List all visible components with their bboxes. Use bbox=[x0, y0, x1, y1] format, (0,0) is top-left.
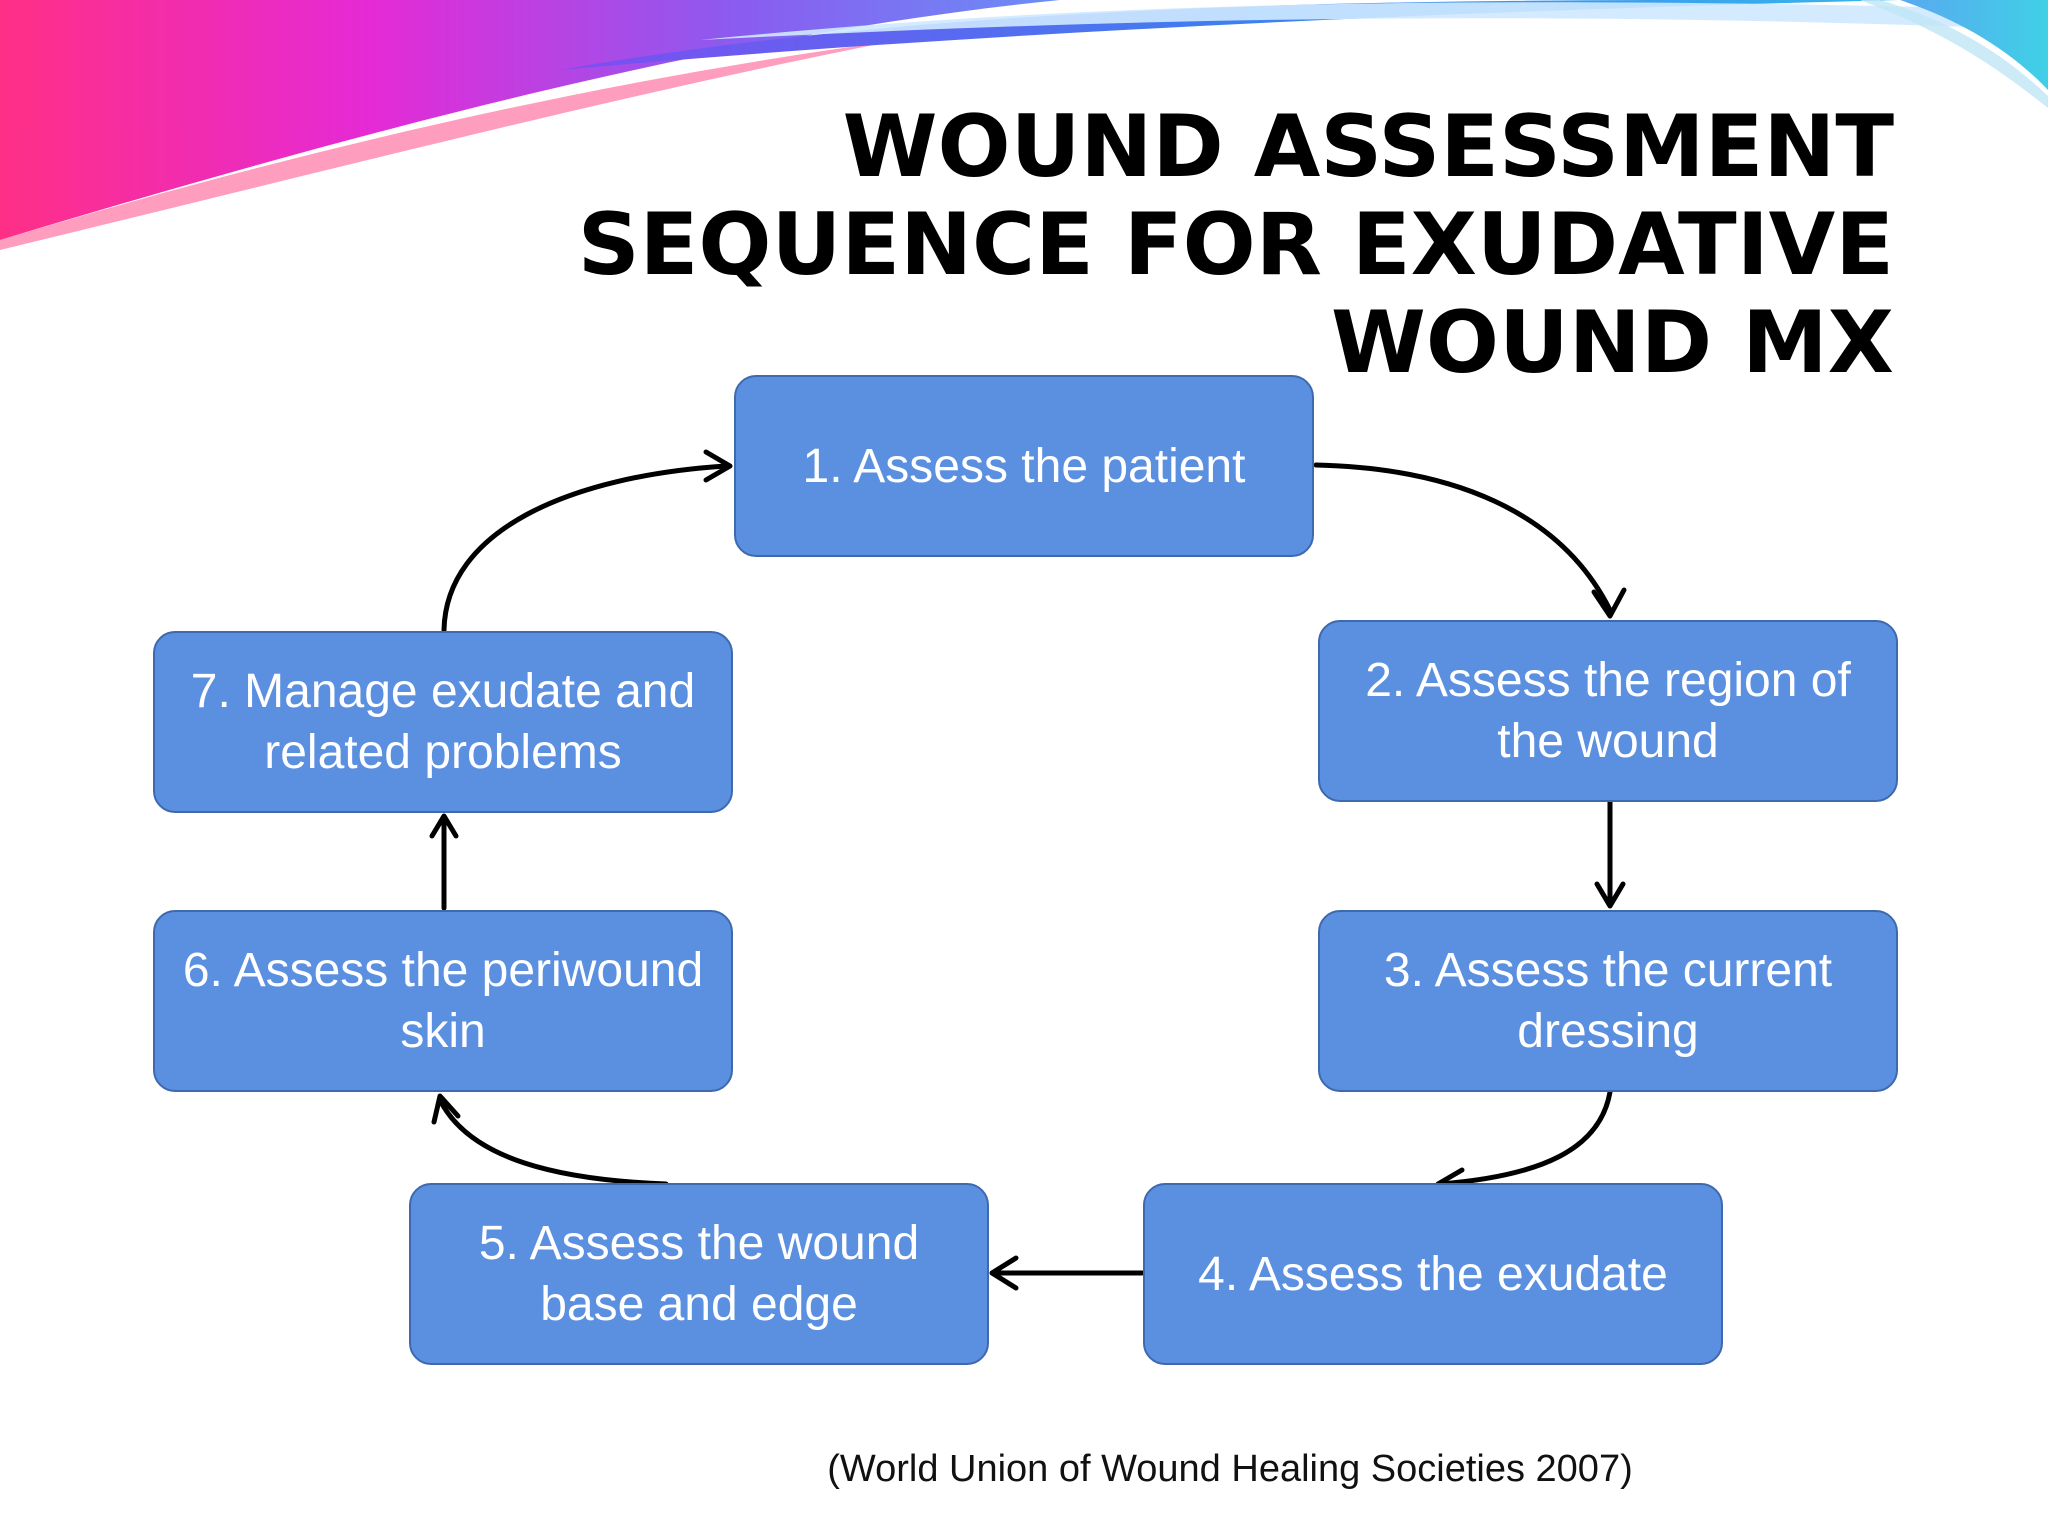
citation: (World Union of Wound Healing Societies … bbox=[827, 1448, 1633, 1490]
arrow-2-to-3 bbox=[1594, 799, 1626, 909]
step-box-4-assess-exudate: 4. Assess the exudate bbox=[1143, 1183, 1723, 1365]
step-box-5-assess-wound-base: 5. Assess the wound base and edge bbox=[409, 1183, 989, 1365]
step-box-2-assess-region: 2. Assess the region of the wound bbox=[1318, 620, 1898, 802]
swoosh-band-teal bbox=[1900, 0, 2048, 90]
step-label-6: 6. Assess the periwound skin bbox=[182, 944, 704, 1058]
swoosh-band-magenta bbox=[0, 0, 1060, 240]
step-box-6-assess-periwound: 6. Assess the periwound skin bbox=[153, 910, 733, 1092]
arrow-7-to-1 bbox=[441, 449, 733, 633]
arrow-1-to-2 bbox=[1313, 462, 1627, 619]
arrow-5-to-6 bbox=[431, 1093, 669, 1187]
arrow-4-to-5 bbox=[989, 1255, 1145, 1291]
slide-title: WOUND ASSESSMENT SEQUENCE FOR EXUDATIVE … bbox=[394, 98, 1894, 392]
step-label-3: 3. Assess the current dressing bbox=[1383, 944, 1833, 1058]
step-label-5: 5. Assess the wound base and edge bbox=[478, 1217, 920, 1331]
step-label-2: 2. Assess the region of the wound bbox=[1365, 654, 1851, 768]
step-label-7: 7. Manage exudate and related problems bbox=[190, 665, 696, 779]
title-line-3: WOUND MX bbox=[1331, 293, 1894, 393]
swoosh-band-light bbox=[700, 2, 2048, 40]
decorative-swoosh-banner bbox=[0, 0, 2048, 250]
arrow-6-to-7 bbox=[429, 813, 459, 911]
step-box-3-assess-dressing: 3. Assess the current dressing bbox=[1318, 910, 1898, 1092]
step-label-4: 4. Assess the exudate bbox=[1198, 1247, 1668, 1301]
step-box-1-assess-patient: 1. Assess the patient bbox=[734, 375, 1314, 557]
title-line-2: SEQUENCE FOR EXUDATIVE bbox=[577, 195, 1894, 295]
step-box-7-manage-exudate: 7. Manage exudate and related problems bbox=[153, 631, 733, 813]
title-line-1: WOUND ASSESSMENT bbox=[842, 97, 1894, 197]
step-label-1: 1. Assess the patient bbox=[802, 439, 1246, 493]
